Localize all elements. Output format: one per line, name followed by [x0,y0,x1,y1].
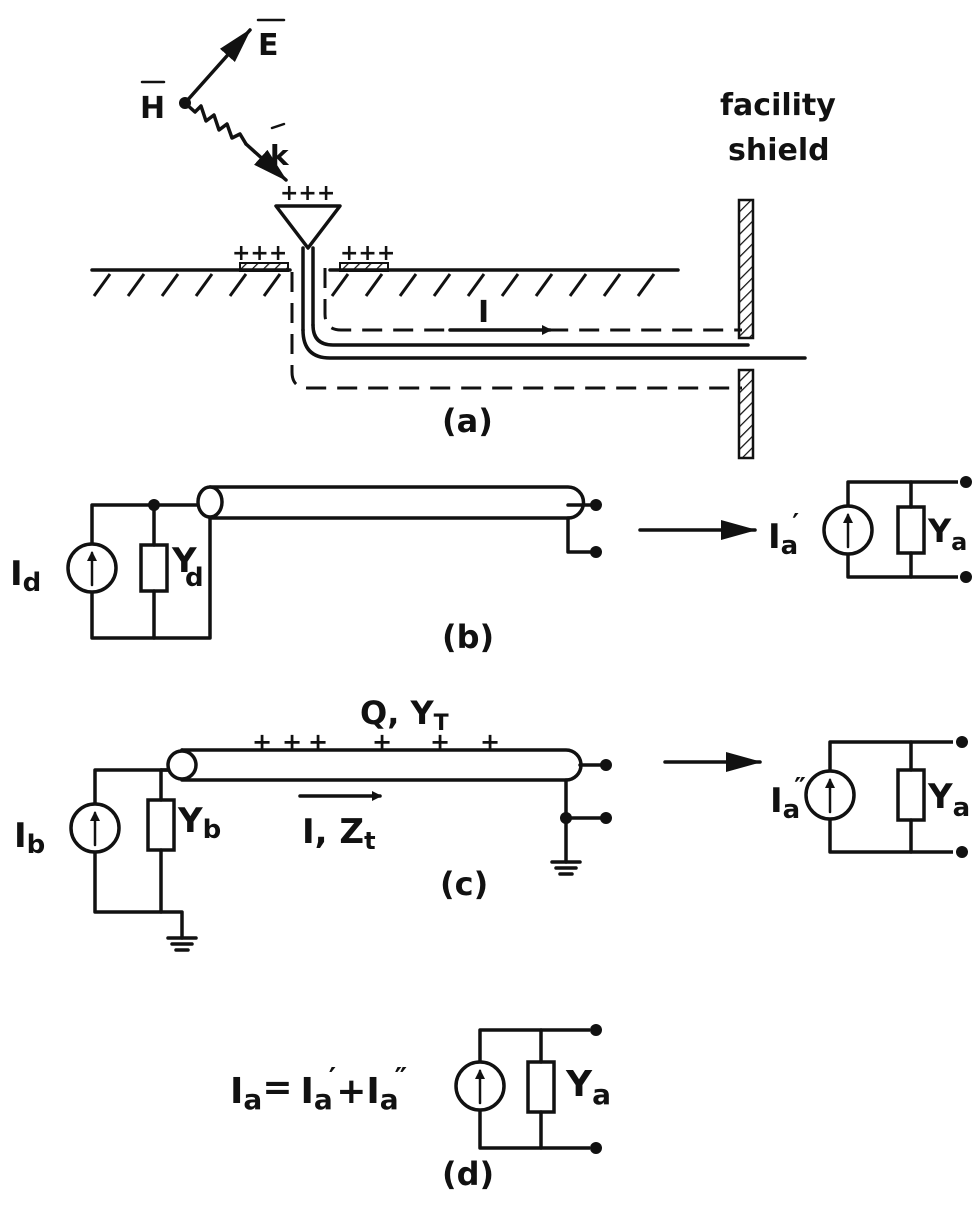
current-label-a: I [478,295,489,330]
ground-hatch-stroke [126,273,146,297]
ground-plate-right [339,262,389,272]
e-field-arrow [183,28,252,105]
current-dashed-upper [323,268,742,332]
caption-a: (a) [442,402,493,440]
label-ib: Ib [14,816,45,860]
label-yd: Yd [171,541,204,593]
antenna: +++ [274,181,807,360]
ground-hatch-stroke [398,273,418,297]
k-vector-arrow [244,142,288,182]
cable-charges: ++++++ [252,728,500,756]
buried-cable-inner [311,323,750,347]
equiv-open-d [590,1026,604,1152]
coax-cable-b [208,485,586,520]
caption-b: (b) [442,618,494,656]
ground-hatch-stroke [466,273,486,297]
facility-label-line2: shield [728,133,830,168]
label-q-yt: Q, YT [360,694,449,736]
admittance-b [139,543,169,593]
node-b [148,499,160,511]
facility-label-line1: facility [720,88,836,123]
antenna-charges: +++ [280,181,335,206]
ground-hatch-stroke [568,273,588,297]
ground-hatch-stroke [500,273,520,297]
caption-d: (d) [442,1155,494,1193]
equiv-open-c [953,738,967,856]
coax-end-c [166,749,198,781]
cable-charge-mark: + [252,728,272,756]
ground-hatch-stroke [262,273,282,297]
e-field-label: E [258,28,279,63]
terminal-c-node-bottom [600,812,612,824]
ground-hatch-stroke [228,273,248,297]
terminal-b-bottom [566,516,596,554]
current-path: I [290,268,742,390]
equiv-c-node-bottom [956,846,968,858]
cable-charge-mark: + [372,728,392,756]
current-return-dashed [290,272,742,390]
equiv-admittance-d [526,1060,556,1114]
ground-hatch-stroke [194,273,214,297]
equiv-c-node-top [956,736,968,748]
equiv-b-node-top [960,476,972,488]
caption-c: (c) [440,865,488,903]
ground-hatch-stroke [92,273,112,297]
label-ya-c: Ya [927,777,970,823]
facility-shield: facility shield [720,88,836,460]
label-ia-prime: Ia′ [768,509,799,561]
ground-charges-right: +++ [340,241,395,266]
buried-cable-outer [301,328,807,360]
ground-charges-left: +++ [232,241,287,266]
equiv-d-node-bottom [590,1142,602,1154]
label-ia-dprime: Ia″ [770,773,806,825]
label-ya-b: Ya [927,512,967,556]
cable-charge-mark: + [480,728,500,756]
equiv-admittance-c [896,768,926,822]
label-ya-d: Ya [565,1064,611,1111]
circuit-b: Id Yd Ia′ Ya [10,476,972,640]
ground-hatch-stroke [432,273,452,297]
cable-charge-mark: + [282,728,302,756]
ground-hatch-stroke [636,273,656,297]
cable-charge-mark: + [430,728,450,756]
incident-field: E H k [140,18,290,182]
equiv-open-b [958,478,972,582]
label-id: Id [10,554,41,598]
ground-surface: +++ +++ [90,241,680,297]
coax-end-b [196,485,224,519]
antenna-cone [274,204,342,250]
h-field-label: H [140,91,165,126]
ground-hatch-stroke [534,273,554,297]
shield-wall-lower [737,368,755,460]
terminal-b-node-bottom [590,546,602,558]
label-yb: Yb [177,801,221,845]
terminal-c-junction [560,812,572,824]
circuit-d: Ia=Ia′+Ia″ Ya [230,1024,611,1154]
wave-squiggle [183,101,248,146]
k-vector-bar [270,122,286,130]
k-vector-label: k [270,139,290,172]
cable-charge-mark: + [308,728,328,756]
equation: Ia=Ia′+Ia″ [230,1061,407,1116]
admittance-c [146,798,176,852]
equiv-admittance-b [896,505,926,555]
ground-hatch-stroke [160,273,180,297]
ground-hatch-stroke [364,273,384,297]
terminal-b-node-top [590,499,602,511]
ground-hatch-stroke [330,273,350,297]
equiv-b-node-bottom [960,571,972,583]
label-i-zt: I, Zt [302,812,376,855]
circuit-c: Ib Yb Q, YT ++++++ I, Zt Ia″ Ya [14,694,970,952]
equiv-d-node-top [590,1024,602,1036]
shield-wall-upper [737,198,755,340]
ground-hatching [92,273,656,297]
ground-plate-left [239,262,289,272]
ground-hatch-stroke [602,273,622,297]
terminal-c-node-top [600,759,612,771]
